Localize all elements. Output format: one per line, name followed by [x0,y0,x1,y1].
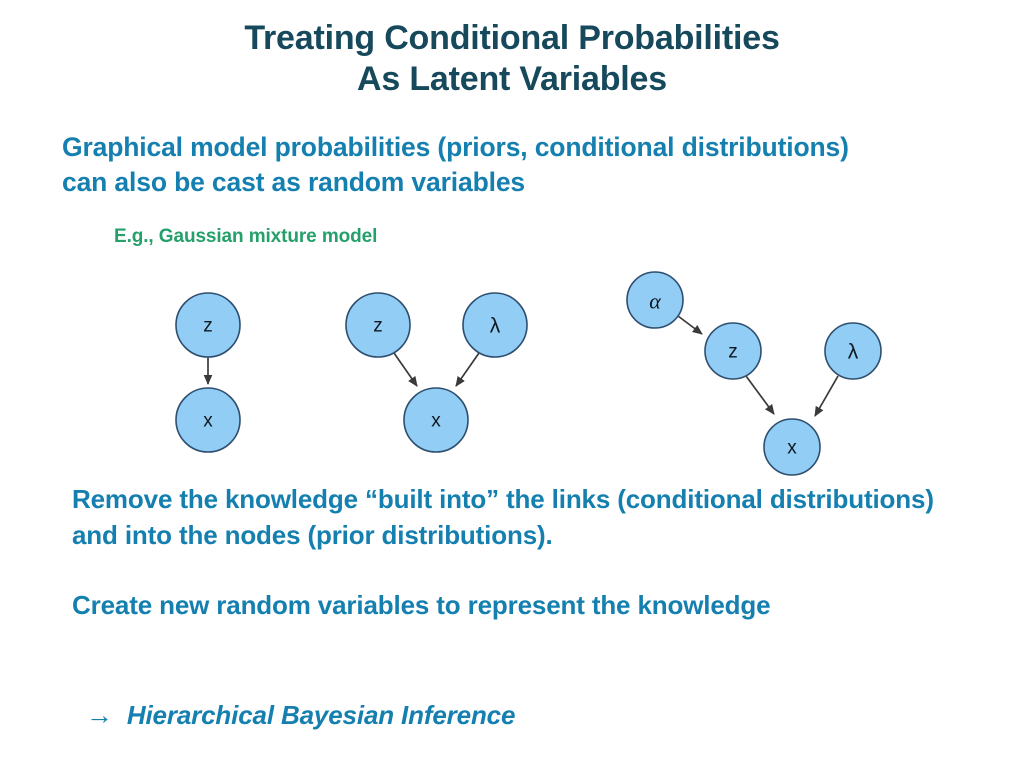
node-label: x [431,411,441,432]
node-x[interactable]: x [175,387,241,453]
node-z[interactable]: z [345,292,411,358]
node-label: α [649,289,661,314]
create-paragraph: Create new random variables to represent… [72,590,771,620]
edge-z-to-x [745,375,775,415]
node-lambda[interactable]: λ [824,322,882,380]
node-lambda[interactable]: λ [462,292,528,358]
page-title-line-1: Treating Conditional Probabilities [244,19,780,57]
remove-paragraph: Remove the knowledge “built into” the li… [72,484,934,550]
node-z[interactable]: z [175,292,241,358]
node-z[interactable]: z [704,322,762,380]
edge-lambda-to-x [814,375,839,417]
node-x[interactable]: x [403,387,469,453]
page-title: Treating Conditional Probabilities As La… [0,18,1024,101]
diagram-3: α z λ x [626,271,882,476]
node-label: λ [848,341,859,364]
node-x[interactable]: x [763,418,821,476]
node-label: z [728,342,738,363]
node-label: z [373,316,383,337]
example-label: E.g., Gaussian mixture model [114,226,378,247]
node-alpha[interactable]: α [626,271,684,329]
node-label: z [203,316,213,337]
conclusion-label: Hierarchical Bayesian Inference [126,700,516,730]
edge-alpha-to-z [677,315,703,335]
diagram-2: z λ x [345,292,528,453]
edge-z-to-x [393,352,418,387]
right-arrow-icon: → [86,700,113,730]
node-label: x [203,411,213,432]
page-title-line-2: As Latent Variables [357,60,667,99]
conclusion-line: → Hierarchical Bayesian Inference [86,698,786,733]
node-label: x [787,438,797,459]
node-label: λ [490,315,501,338]
diagram-1: z x [175,292,241,453]
edge-lambda-to-x [455,352,480,387]
intro-paragraph: Graphical model probabilities (priors, c… [62,132,849,197]
